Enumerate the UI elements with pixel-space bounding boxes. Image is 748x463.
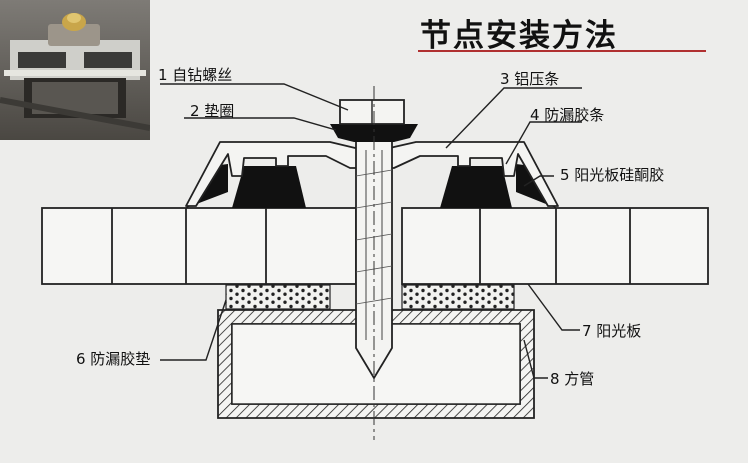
label-rubber-strip: 4 防漏胶条 <box>530 106 605 124</box>
label-self-drilling-screw: 1 自钻螺丝 <box>158 66 233 84</box>
leak-proof-pad <box>225 284 515 310</box>
label-leak-proof-pad: 6 防漏胶垫 <box>76 350 151 368</box>
title-underline <box>418 50 706 52</box>
self-drilling-screw <box>339 99 405 380</box>
aluminium-pressure-strip <box>185 141 559 207</box>
label-washer: 2 垫圈 <box>190 102 235 120</box>
product-photo <box>0 0 150 140</box>
leader-lines <box>160 83 582 379</box>
label-square-tube: 8 方管 <box>550 370 595 388</box>
rubber-strip <box>232 166 512 208</box>
diagram-title: 节点安装方法 <box>420 18 618 54</box>
square-tube <box>217 309 535 419</box>
label-silicone-sealant: 5 阳光板硅酮胶 <box>560 166 665 184</box>
label-polycarbonate-sheet: 7 阳光板 <box>582 322 642 340</box>
label-aluminium-strip: 3 铝压条 <box>500 70 560 88</box>
polycarbonate-sheet <box>41 207 709 285</box>
washer <box>330 124 418 142</box>
